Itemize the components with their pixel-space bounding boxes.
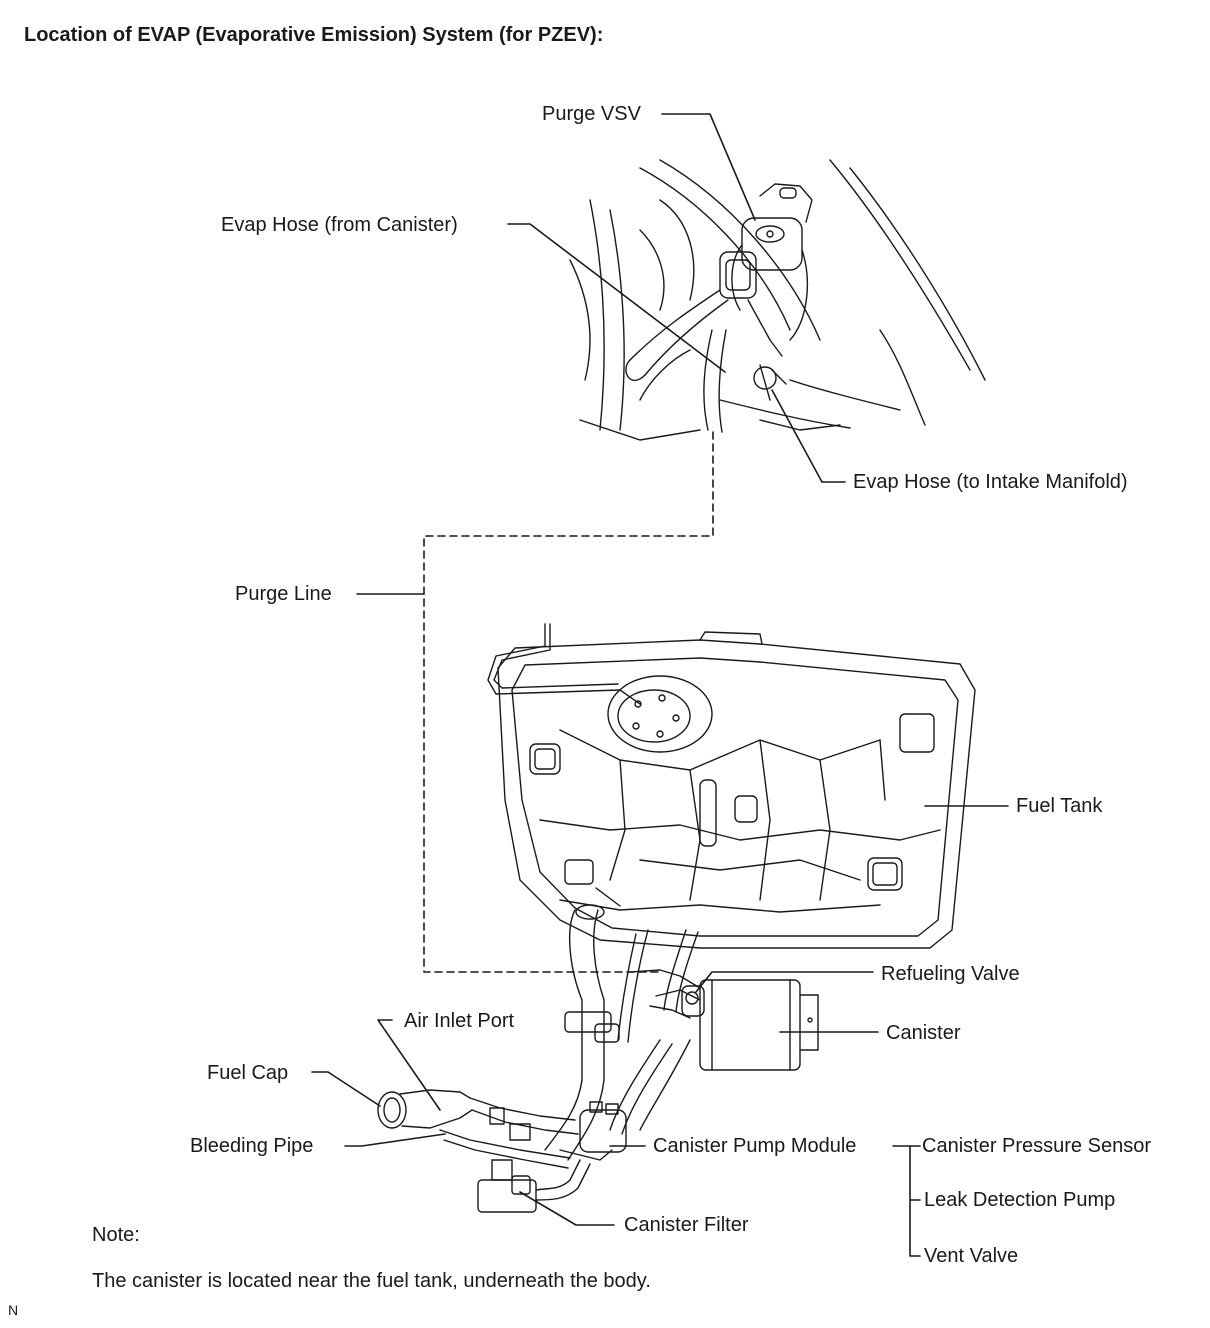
engine-bay-illustration bbox=[569, 159, 986, 441]
purge-line-dashed bbox=[423, 431, 714, 973]
label-refueling-valve: Refueling Valve bbox=[881, 963, 1020, 985]
label-purge-line: Purge Line bbox=[235, 583, 332, 605]
leader-purge-vsv bbox=[661, 113, 756, 221]
label-fuel-tank: Fuel Tank bbox=[1016, 795, 1103, 817]
label-canister: Canister bbox=[886, 1022, 961, 1044]
label-evap-hose-to-intake: Evap Hose (to Intake Manifold) bbox=[853, 471, 1128, 493]
leader-fuel-cap bbox=[311, 1071, 381, 1107]
corner-mark: N bbox=[8, 1302, 19, 1318]
label-canister-pressure-sensor: Canister Pressure Sensor bbox=[922, 1135, 1151, 1157]
leader-refueling-valve bbox=[695, 971, 874, 993]
leader-evap-hose-to-intake bbox=[771, 389, 846, 483]
leader-canister-filter bbox=[519, 1191, 615, 1226]
note-text: The canister is located near the fuel ta… bbox=[92, 1270, 651, 1292]
label-evap-hose-from-canister: Evap Hose (from Canister) bbox=[221, 214, 458, 236]
leader-bleeding-pipe bbox=[344, 1133, 446, 1147]
label-fuel-cap: Fuel Cap bbox=[207, 1062, 289, 1084]
canister-illustration bbox=[377, 904, 819, 1213]
leader-air-inlet-port bbox=[377, 1019, 441, 1111]
label-canister-filter: Canister Filter bbox=[624, 1214, 749, 1236]
fuel-tank-illustration bbox=[487, 623, 976, 949]
note-heading: Note: bbox=[92, 1224, 140, 1246]
label-vent-valve: Vent Valve bbox=[924, 1245, 1019, 1267]
pump-module-bracket bbox=[892, 1145, 921, 1257]
label-air-inlet-port: Air Inlet Port bbox=[404, 1010, 515, 1032]
leader-evap-hose-from-canister bbox=[507, 223, 726, 373]
page-title: Location of EVAP (Evaporative Emission) … bbox=[24, 24, 604, 46]
label-purge-vsv: Purge VSV bbox=[542, 103, 641, 125]
label-leak-detection-pump: Leak Detection Pump bbox=[924, 1189, 1116, 1211]
label-canister-pump-module: Canister Pump Module bbox=[653, 1135, 857, 1157]
label-bleeding-pipe: Bleeding Pipe bbox=[190, 1135, 314, 1157]
